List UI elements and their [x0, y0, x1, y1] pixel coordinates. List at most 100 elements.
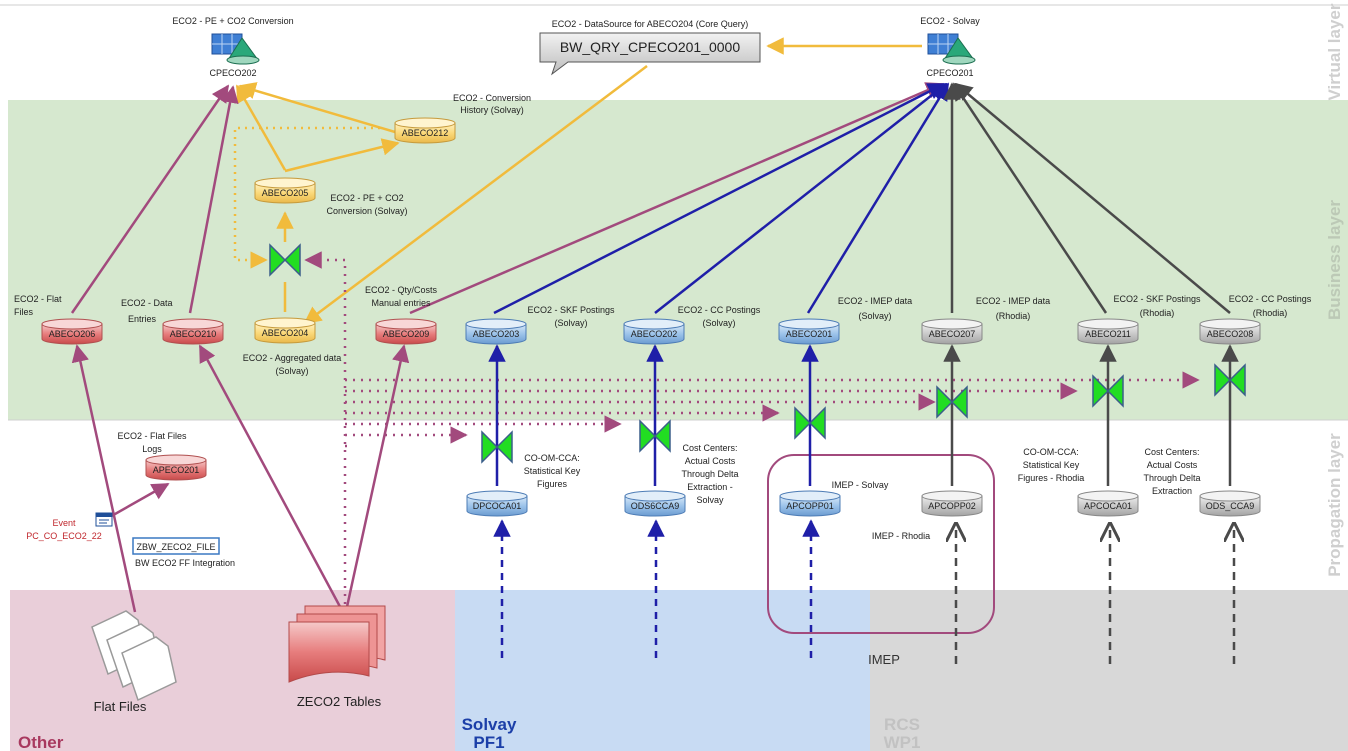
- infocube-icon: [927, 33, 976, 65]
- node-caption: Entries: [128, 314, 157, 324]
- flat-files-label: Flat Files: [94, 699, 147, 714]
- node-caption: (Rhodia): [996, 311, 1031, 321]
- node-caption: (Rhodia): [1140, 308, 1175, 318]
- node-name: ABECO202: [631, 329, 678, 339]
- node-name: APECO201: [153, 465, 200, 475]
- node-caption: ECO2 - CC Postings: [1229, 294, 1312, 304]
- adso-abeco207[interactable]: ABECO207 ECO2 - IMEP data (Rhodia): [921, 296, 1050, 345]
- node-caption: CO-OM-CCA:: [1023, 447, 1079, 457]
- node-caption: Actual Costs: [1147, 460, 1198, 470]
- node-caption: CO-OM-CCA:: [524, 453, 580, 463]
- node-caption: ECO2 - Conversion: [453, 93, 531, 103]
- transformation-icon[interactable]: [481, 430, 513, 464]
- flat-files[interactable]: Flat Files: [91, 610, 177, 714]
- node-name: ABECO212: [402, 128, 449, 138]
- event-pc-co-eco2-22[interactable]: Event PC_CO_ECO2_22: [26, 512, 113, 541]
- node-name: ABECO208: [1207, 329, 1254, 339]
- node-caption: Statistical Key: [1023, 460, 1080, 470]
- node-caption: Conversion (Solvay): [326, 206, 407, 216]
- node-caption: (Solvay): [275, 366, 308, 376]
- node-caption: Figures: [537, 479, 568, 489]
- node-name: ABECO209: [383, 329, 430, 339]
- node-name: ODS6CCA9: [631, 501, 680, 511]
- solvay-source-label-2: PF1: [473, 733, 504, 751]
- node-caption: Logs: [142, 444, 162, 454]
- cube-cpeco202[interactable]: ECO2 - PE + CO2 Conversion CPECO202: [172, 16, 293, 78]
- node-caption: (Rhodia): [1253, 308, 1288, 318]
- adso-abeco208[interactable]: ABECO208 ECO2 - CC Postings (Rhodia): [1199, 294, 1312, 345]
- transformation-icon[interactable]: [269, 243, 301, 277]
- adso-abeco212[interactable]: ABECO212 ECO2 - Conversion History (Solv…: [394, 93, 531, 144]
- adso-abeco202[interactable]: ABECO202 ECO2 - CC Postings (Solvay): [623, 305, 761, 345]
- adso-apeco201[interactable]: APECO201 ECO2 - Flat Files Logs: [117, 431, 207, 481]
- adso-abeco204[interactable]: ABECO204 ECO2 - Aggregated data (Solvay): [243, 317, 342, 376]
- query-name: BW_QRY_CPECO201_0000: [560, 39, 740, 55]
- rcs-source-label: RCS: [884, 715, 920, 734]
- node-caption: ECO2 - Flat Files: [117, 431, 187, 441]
- node-name: ABECO211: [1085, 329, 1131, 339]
- node-caption: ECO2 - Flat: [14, 294, 62, 304]
- node-name: ABECO205: [262, 188, 309, 198]
- adso-abeco209[interactable]: ABECO209 ECO2 - Qty/Costs Manual entries: [365, 285, 438, 345]
- node-caption: Manual entries: [371, 298, 431, 308]
- cube-name: CPECO201: [926, 68, 973, 78]
- transformation-icon[interactable]: [794, 406, 826, 440]
- event-icon: [95, 512, 113, 527]
- program-name: ZBW_ZECO2_FILE: [136, 542, 215, 552]
- imep-group-label: IMEP: [868, 652, 900, 667]
- transformation-icon[interactable]: [1092, 374, 1124, 408]
- node-caption: ECO2 - Data: [121, 298, 173, 308]
- infocube-icon: [211, 33, 260, 65]
- node-caption: ECO2 - SKF Postings: [527, 305, 615, 315]
- adso-abeco210[interactable]: ABECO210 ECO2 - Data Entries: [121, 298, 224, 345]
- transformation-icon[interactable]: [639, 419, 671, 453]
- other-source-band: [10, 590, 455, 751]
- zeco2-tables[interactable]: ZECO2 Tables: [288, 605, 386, 709]
- node-name: APCOCA01: [1084, 501, 1132, 511]
- node-caption: Figures - Rhodia: [1018, 473, 1085, 483]
- node-name: APCOPP01: [786, 501, 834, 511]
- adso-abeco203[interactable]: ABECO203 ECO2 - SKF Postings (Solvay): [465, 305, 615, 345]
- dso-ods_cca9[interactable]: ODS_CCA9 Cost Centers: Actual Costs Thro…: [1143, 447, 1261, 517]
- program-zbw-zeco2-file[interactable]: ZBW_ZECO2_FILE BW ECO2 FF Integration: [132, 537, 235, 568]
- node-name: ABECO210: [170, 329, 217, 339]
- dso-apcoca01[interactable]: APCOCA01 CO-OM-CCA: Statistical Key Figu…: [1018, 447, 1139, 517]
- adso-abeco205[interactable]: ABECO205 ECO2 - PE + CO2 Conversion (Sol…: [254, 177, 408, 216]
- query-title: ECO2 - DataSource for ABECO204 (Core Que…: [552, 19, 749, 29]
- node-caption: Actual Costs: [685, 456, 736, 466]
- tables-icon: [288, 605, 386, 683]
- imep-group-box: [767, 454, 995, 634]
- node-name: ABECO201: [786, 329, 833, 339]
- node-caption: Files: [14, 307, 34, 317]
- adso-abeco211[interactable]: ABECO211 ECO2 - SKF Postings (Rhodia): [1077, 294, 1201, 345]
- solvay-source-label: Solvay: [462, 715, 517, 734]
- cube-title: ECO2 - Solvay: [920, 16, 980, 26]
- business-layer-label: Business layer: [1325, 200, 1344, 320]
- adso-abeco206[interactable]: ABECO206 ECO2 - Flat Files: [14, 294, 103, 345]
- node-caption: Cost Centers:: [1144, 447, 1199, 457]
- node-caption: ECO2 - SKF Postings: [1113, 294, 1201, 304]
- adso-abeco201[interactable]: ABECO201 ECO2 - IMEP data (Solvay): [778, 296, 912, 345]
- event-label: Event: [52, 518, 76, 528]
- node-caption: Extraction: [1152, 486, 1192, 496]
- node-name: ABECO206: [49, 329, 96, 339]
- node-caption: Through Delta: [1143, 473, 1200, 483]
- transformation-icon[interactable]: [1214, 363, 1246, 397]
- node-caption: ECO2 - PE + CO2: [330, 193, 403, 203]
- dso-dpcoca01[interactable]: DPCOCA01 CO-OM-CCA: Statistical Key Figu…: [466, 453, 581, 517]
- cube-cpeco201[interactable]: ECO2 - Solvay CPECO201: [920, 16, 980, 78]
- cube-name: CPECO202: [209, 68, 256, 78]
- dso-apcopp01[interactable]: APCOPP01 IMEP - Solvay: [779, 480, 889, 517]
- node-caption: Extraction -: [687, 482, 733, 492]
- dso-ods6cca9[interactable]: ODS6CCA9 Cost Centers: Actual Costs Thro…: [624, 443, 739, 517]
- node-caption: IMEP - Solvay: [832, 480, 889, 490]
- zeco2-tables-label: ZECO2 Tables: [297, 694, 382, 709]
- solvay-source-band: [455, 590, 870, 751]
- dso-apcopp02[interactable]: APCOPP02 IMEP - Rhodia: [872, 490, 983, 541]
- node-caption: Statistical Key: [524, 466, 581, 476]
- edges: [70, 37, 1234, 664]
- query-bw-qry-cpeco201[interactable]: ECO2 - DataSource for ABECO204 (Core Que…: [539, 19, 761, 76]
- node-caption: (Solvay): [554, 318, 587, 328]
- transformation-icon[interactable]: [936, 385, 968, 419]
